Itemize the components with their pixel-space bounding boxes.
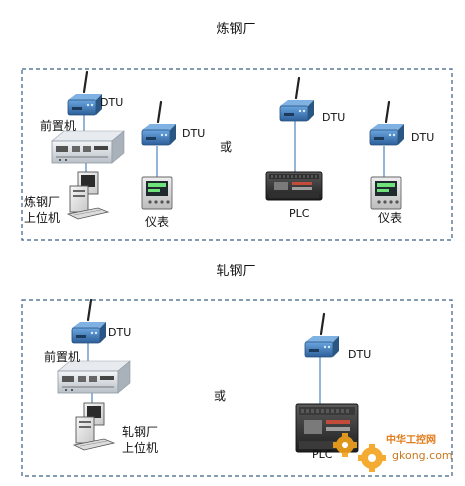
plc-label: PLC: [289, 207, 310, 220]
front-computer-icon: [51, 130, 125, 164]
dtu-label: DTU: [348, 348, 371, 361]
section1-frame: [21, 68, 453, 241]
plc-label: PLC: [312, 448, 333, 461]
front-computer-label: 前置机: [44, 349, 80, 364]
dtu-label: DTU: [322, 111, 345, 124]
dtu-label: DTU: [100, 96, 123, 109]
host-label-line1: 炼钢厂: [24, 194, 60, 209]
section1-title: 炼钢厂: [216, 22, 255, 37]
gear-icon: [333, 433, 386, 472]
dtu-icon: [368, 100, 406, 147]
dtu-label: DTU: [182, 127, 205, 140]
section2-frame: [21, 299, 453, 477]
upper-computer-icon: [73, 402, 115, 451]
plc-icon: [265, 171, 323, 201]
watermark-line1: 中华工控网: [386, 433, 436, 446]
or-label: 或: [220, 140, 232, 154]
host-label-line1: 轧钢厂: [122, 425, 158, 439]
dtu-icon: [70, 298, 108, 345]
host-label-line2: 上位机: [24, 210, 60, 225]
front-computer-icon: [57, 360, 131, 394]
front-computer-label: 前置机: [40, 118, 76, 133]
meter-label: 仪表: [145, 215, 169, 229]
meter-icon: [370, 176, 402, 210]
or-label: 或: [214, 389, 226, 403]
section1-links: [83, 115, 385, 177]
watermark-line2: gkong.com: [392, 449, 453, 462]
upper-computer-icon: [67, 171, 109, 220]
host-label-line2: 上位机: [122, 440, 158, 455]
dtu-label: DTU: [411, 131, 434, 144]
dtu-icon: [140, 100, 178, 147]
dtu-icon: [303, 312, 341, 359]
meter-icon: [141, 176, 173, 210]
dtu-label: DTU: [108, 326, 131, 339]
watermark-logo: 中华工控网 gkong.com: [333, 433, 453, 472]
dtu-icon: [66, 70, 104, 117]
dtu-icon: [278, 76, 316, 123]
section2-title: 轧钢厂: [216, 264, 255, 279]
meter-label: 仪表: [378, 211, 402, 225]
